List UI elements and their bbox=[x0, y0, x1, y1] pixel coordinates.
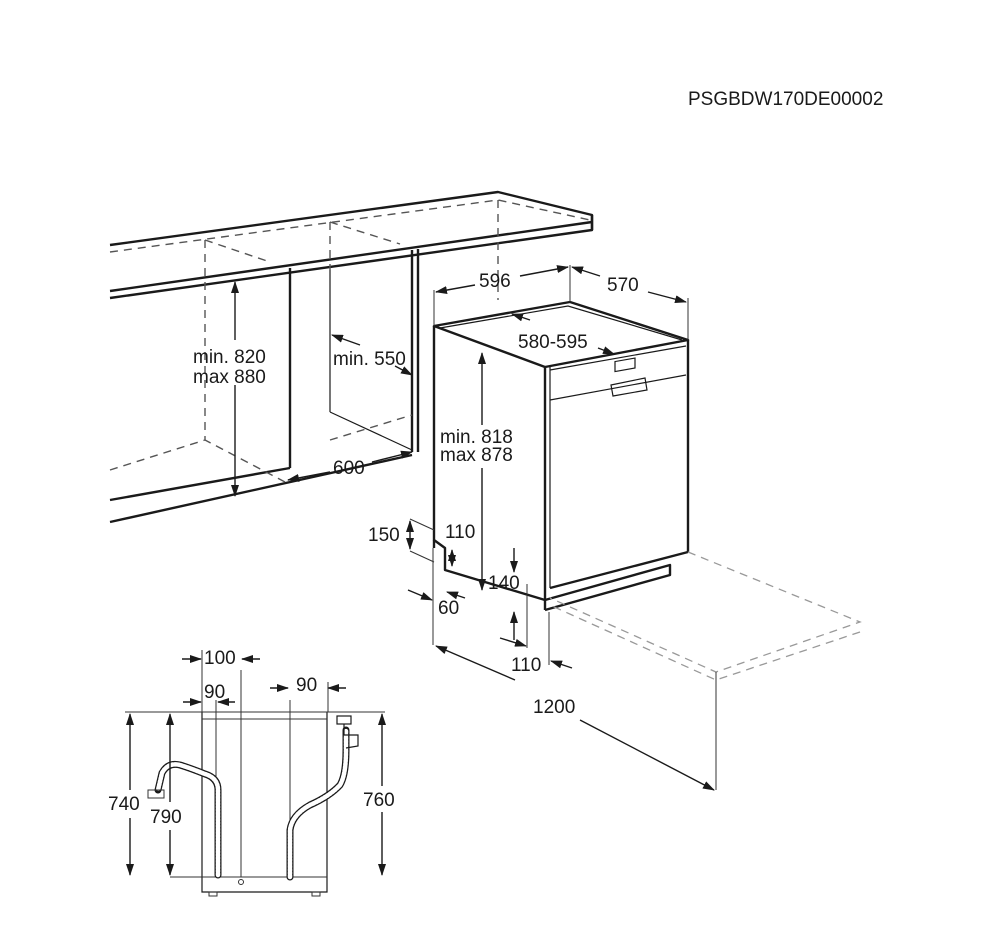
appliance-height-min: min. 818 bbox=[440, 427, 513, 448]
right-hose-offset: 90 bbox=[296, 675, 317, 696]
left-hose-offset: 90 bbox=[204, 682, 225, 703]
appliance-depth: 570 bbox=[607, 275, 639, 296]
door-opening-clearance: 1200 bbox=[533, 697, 575, 718]
floor-area bbox=[549, 551, 862, 790]
niche-height-min: min. 820 bbox=[193, 347, 266, 368]
document-code: PSGBDW170DE00002 bbox=[688, 89, 883, 110]
height-760: 760 bbox=[363, 790, 395, 811]
height-740: 740 bbox=[108, 794, 140, 815]
worktop-depth-range: 580-595 bbox=[518, 332, 588, 353]
niche-height-max: max 880 bbox=[193, 367, 266, 388]
plinth-clearance: 140 bbox=[488, 573, 520, 594]
plinth-height-max: 150 bbox=[368, 525, 400, 546]
niche-depth-min: min. 550 bbox=[333, 349, 406, 370]
worktop bbox=[109, 190, 594, 440]
plinth-setback: 60 bbox=[438, 598, 459, 619]
plinth-height: 110 bbox=[445, 522, 475, 543]
drain-offset: 100 bbox=[204, 648, 236, 669]
foot-setback: 110 bbox=[511, 655, 541, 676]
left-cabinet bbox=[109, 268, 413, 524]
appliance-height-max: max 878 bbox=[440, 445, 513, 466]
hose-view bbox=[125, 670, 385, 897]
appliance-width: 596 bbox=[479, 271, 511, 292]
dishwasher bbox=[432, 300, 690, 612]
niche-side-panel bbox=[329, 249, 420, 452]
height-790: 790 bbox=[150, 807, 182, 828]
niche-width: 600 bbox=[333, 458, 365, 479]
